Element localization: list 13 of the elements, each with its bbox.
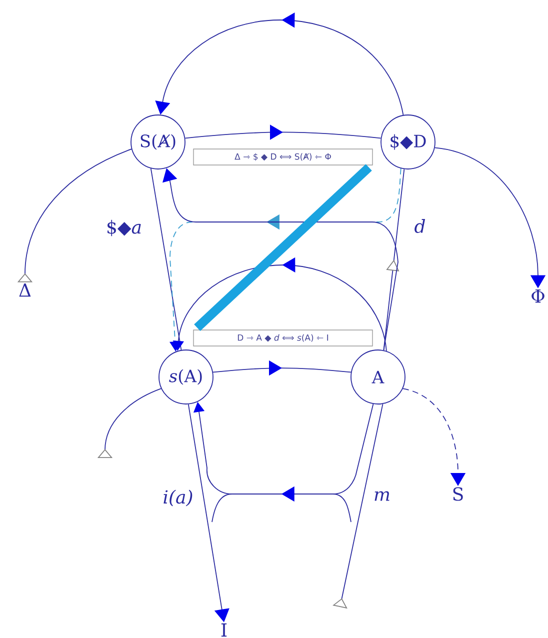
- formula-box: Δ ⇾ $ ◆ D ⟺ S(Ⱥ) ⇽ Φ: [193, 148, 373, 166]
- arrow: [155, 12, 404, 116]
- terminal-label: I: [221, 623, 227, 637]
- edge-label: $◆a: [104, 218, 143, 238]
- edge-label: i(a): [162, 488, 194, 508]
- arrow: [402, 388, 466, 486]
- edge-label: m: [372, 490, 392, 502]
- terminal-label: Φ: [532, 289, 544, 303]
- connector-line: [150, 168, 182, 350]
- formula-box: D ⇾ A ◆ d ⟺ s(A) ⇽ I: [193, 330, 373, 346]
- terminal-label: Δ: [19, 283, 31, 297]
- terminal-label: S: [453, 487, 463, 501]
- edge-label: d: [413, 218, 427, 234]
